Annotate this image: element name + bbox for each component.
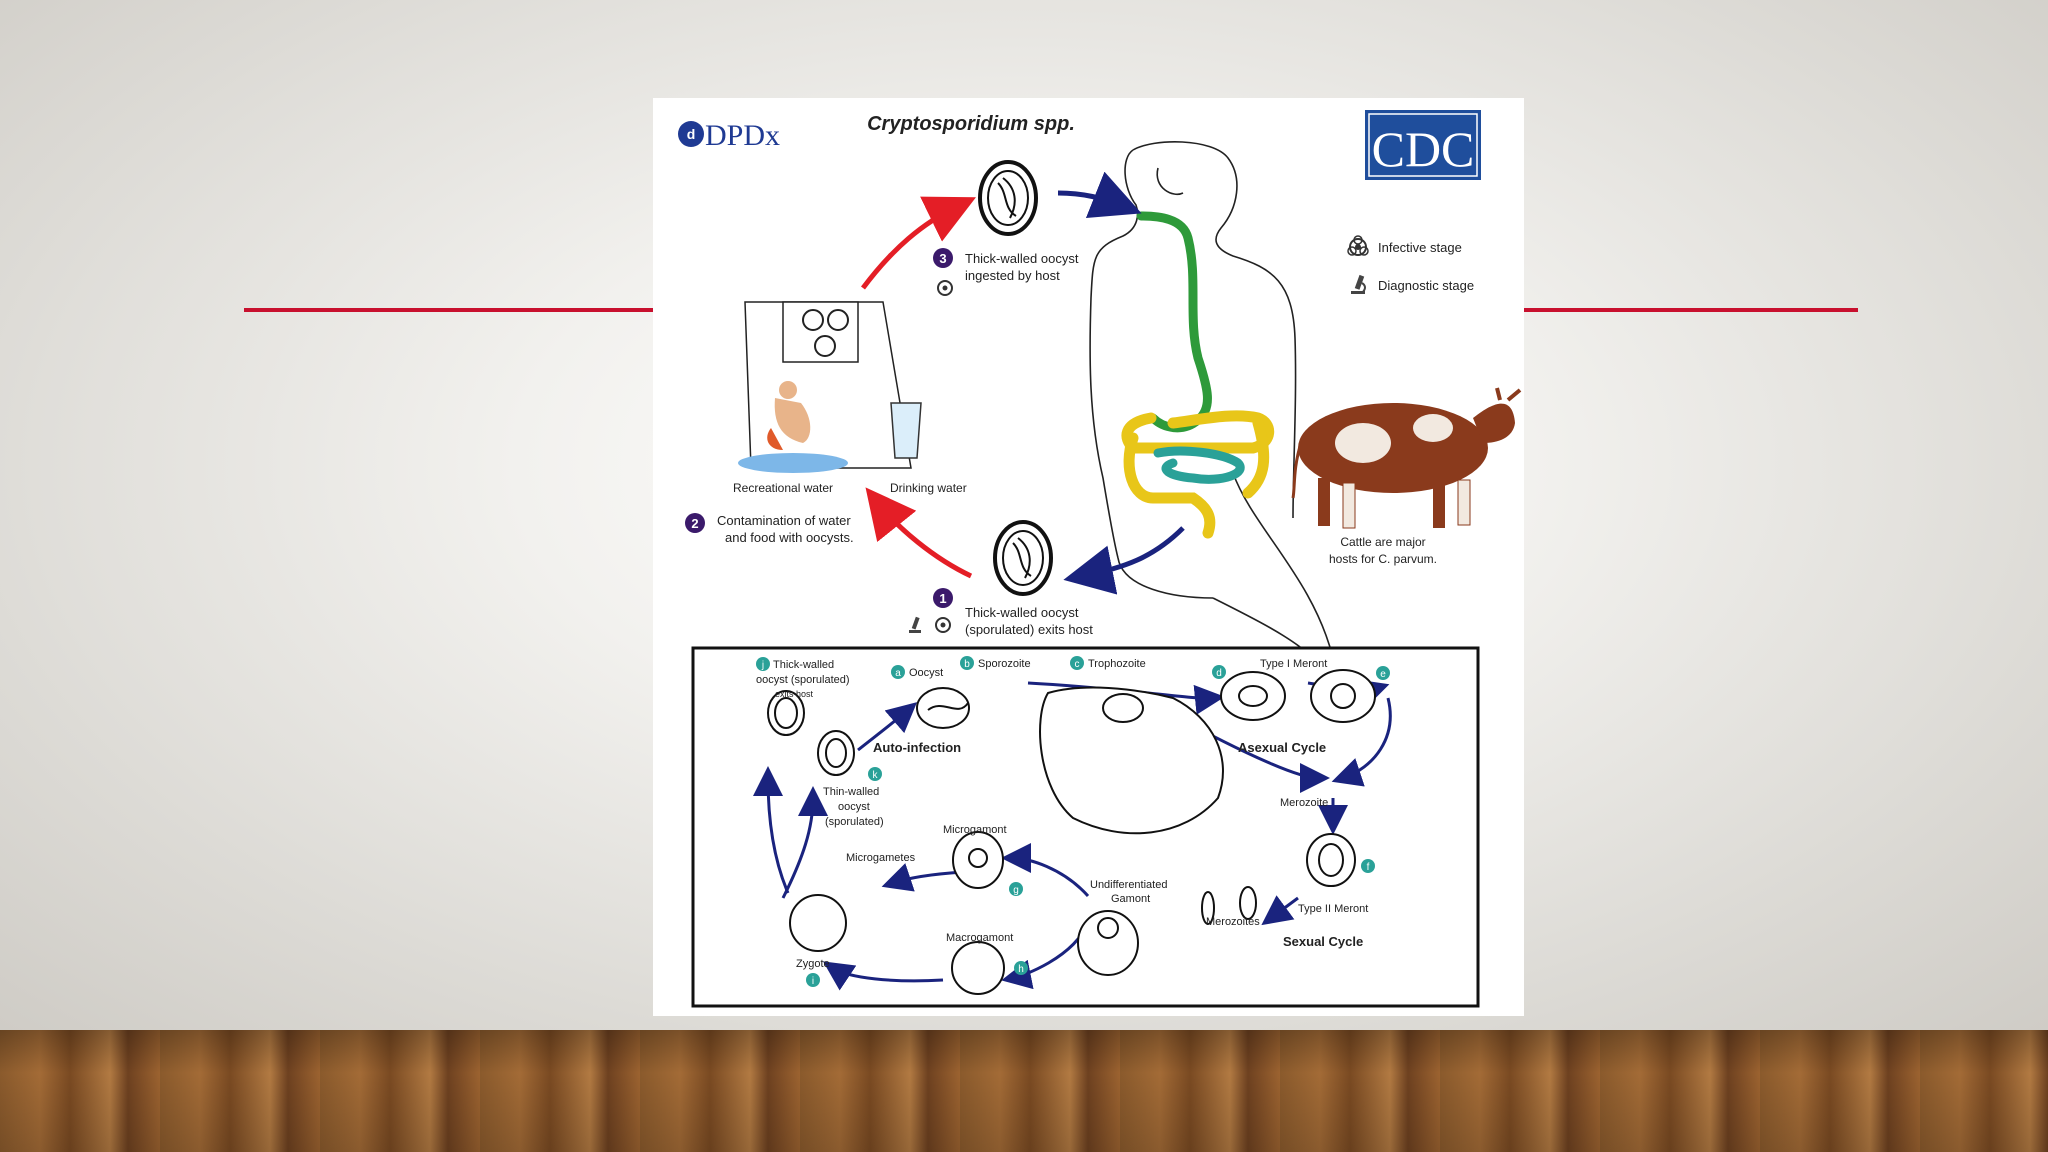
drinking-water-label: Drinking water (890, 481, 967, 495)
svg-text:j: j (761, 660, 764, 671)
svg-text:3: 3 (939, 251, 946, 266)
diagram-title: Cryptosporidium spp. (867, 113, 1075, 135)
svg-text:2: 2 (691, 516, 698, 531)
water-sources-illustration (738, 301, 922, 473)
svg-text:Microgametes: Microgametes (846, 852, 916, 864)
svg-text:Thick-walled: Thick-walled (773, 659, 834, 671)
step-3-text-1: Thick-walled oocyst (965, 251, 1079, 266)
cattle-caption-1: Cattle are major (1340, 535, 1425, 549)
step-1-text-1: Thick-walled oocyst (965, 605, 1079, 620)
step-1-text-2: (sporulated) exits host (965, 622, 1093, 637)
svg-text:oocyst (sporulated): oocyst (sporulated) (756, 674, 850, 686)
inset-organisms (767, 669, 1376, 995)
accent-line-right (1523, 308, 1858, 312)
svg-text:i: i (812, 976, 814, 987)
cattle-caption-2: hosts for C. parvum. (1329, 552, 1437, 566)
svg-text:Thin-walled: Thin-walled (823, 786, 879, 798)
svg-text:DPDx: DPDx (705, 119, 780, 152)
svg-text:d: d (1216, 668, 1222, 679)
svg-text:k: k (873, 770, 879, 781)
svg-text:d: d (687, 126, 696, 142)
svg-text:1: 1 (939, 591, 946, 606)
svg-text:Asexual Cycle: Asexual Cycle (1238, 740, 1326, 755)
legend-infective: Infective stage (1378, 240, 1462, 255)
svg-text:Macrogamont: Macrogamont (946, 932, 1013, 944)
svg-text:b: b (964, 659, 970, 670)
arrow-exit-host (1063, 526, 1185, 595)
step-2-badge (685, 513, 705, 533)
oocyst-bottom (993, 520, 1053, 596)
svg-text:g: g (1013, 885, 1019, 896)
legend-diagnostic: Diagnostic stage (1378, 278, 1474, 293)
cdc-logo: CDC (1365, 110, 1481, 180)
svg-text:Zygote: Zygote (796, 958, 830, 970)
step-2-text-1: Contamination of water (717, 513, 851, 528)
floor-shade (0, 1030, 2048, 1152)
biohazard-icon (1347, 235, 1369, 256)
recreational-water-label: Recreational water (733, 481, 833, 495)
svg-text:Sporozoite: Sporozoite (978, 658, 1031, 670)
dpdx-logo: d DPDx (678, 119, 780, 152)
step-3-text-2: ingested by host (965, 268, 1060, 283)
svg-text:Undifferentiated: Undifferentiated (1090, 879, 1167, 891)
step-3-badge (933, 248, 953, 268)
digestive-tract (1121, 211, 1275, 539)
diagram-canvas: d DPDx Cryptosporidium spp. CDC Infectiv… (678, 110, 1522, 1008)
svg-text:f: f (1367, 862, 1370, 873)
svg-text:Type I Meront: Type I Meront (1260, 658, 1327, 670)
svg-text:Oocyst: Oocyst (909, 667, 943, 679)
svg-text:exits host: exits host (775, 689, 814, 699)
microscope-icon (1351, 274, 1366, 294)
svg-text:Merozoites: Merozoites (1206, 916, 1260, 928)
svg-text:h: h (1018, 964, 1024, 975)
accent-line-left (244, 308, 654, 312)
svg-text:c: c (1075, 659, 1080, 670)
cattle-image (1291, 387, 1522, 529)
biohazard-icon (935, 617, 951, 633)
oocyst-top (978, 160, 1038, 236)
arrow-to-water (865, 487, 973, 579)
legend: Infective stage Diagnostic stage (1347, 235, 1474, 294)
arrow-to-host (1057, 171, 1142, 219)
svg-text:Trophozoite: Trophozoite (1088, 658, 1146, 670)
arrow-to-ingest (861, 196, 976, 290)
svg-text:Merozoite: Merozoite (1280, 797, 1328, 809)
microscope-icon (909, 616, 921, 633)
svg-text:Auto-infection: Auto-infection (873, 740, 961, 755)
svg-text:Type II Meront: Type II Meront (1298, 903, 1368, 915)
wood-floor (0, 1030, 2048, 1152)
step-2-text-2: and food with oocysts. (725, 530, 854, 545)
svg-text:(sporulated): (sporulated) (825, 816, 884, 828)
step-1-badge (933, 588, 953, 608)
biohazard-icon (937, 280, 953, 296)
svg-text:CDC: CDC (1372, 121, 1475, 177)
human-body (1089, 141, 1334, 659)
svg-text:e: e (1380, 669, 1386, 680)
lifecycle-diagram: d DPDx Cryptosporidium spp. CDC Infectiv… (653, 98, 1524, 1016)
inset-labels: j Thick-walled oocyst (sporulated) exits… (756, 656, 1390, 987)
svg-text:Microgamont: Microgamont (943, 824, 1007, 836)
svg-text:a: a (895, 668, 901, 679)
svg-text:oocyst: oocyst (838, 801, 870, 813)
svg-text:Gamont: Gamont (1111, 893, 1150, 905)
svg-text:Sexual Cycle: Sexual Cycle (1283, 934, 1363, 949)
